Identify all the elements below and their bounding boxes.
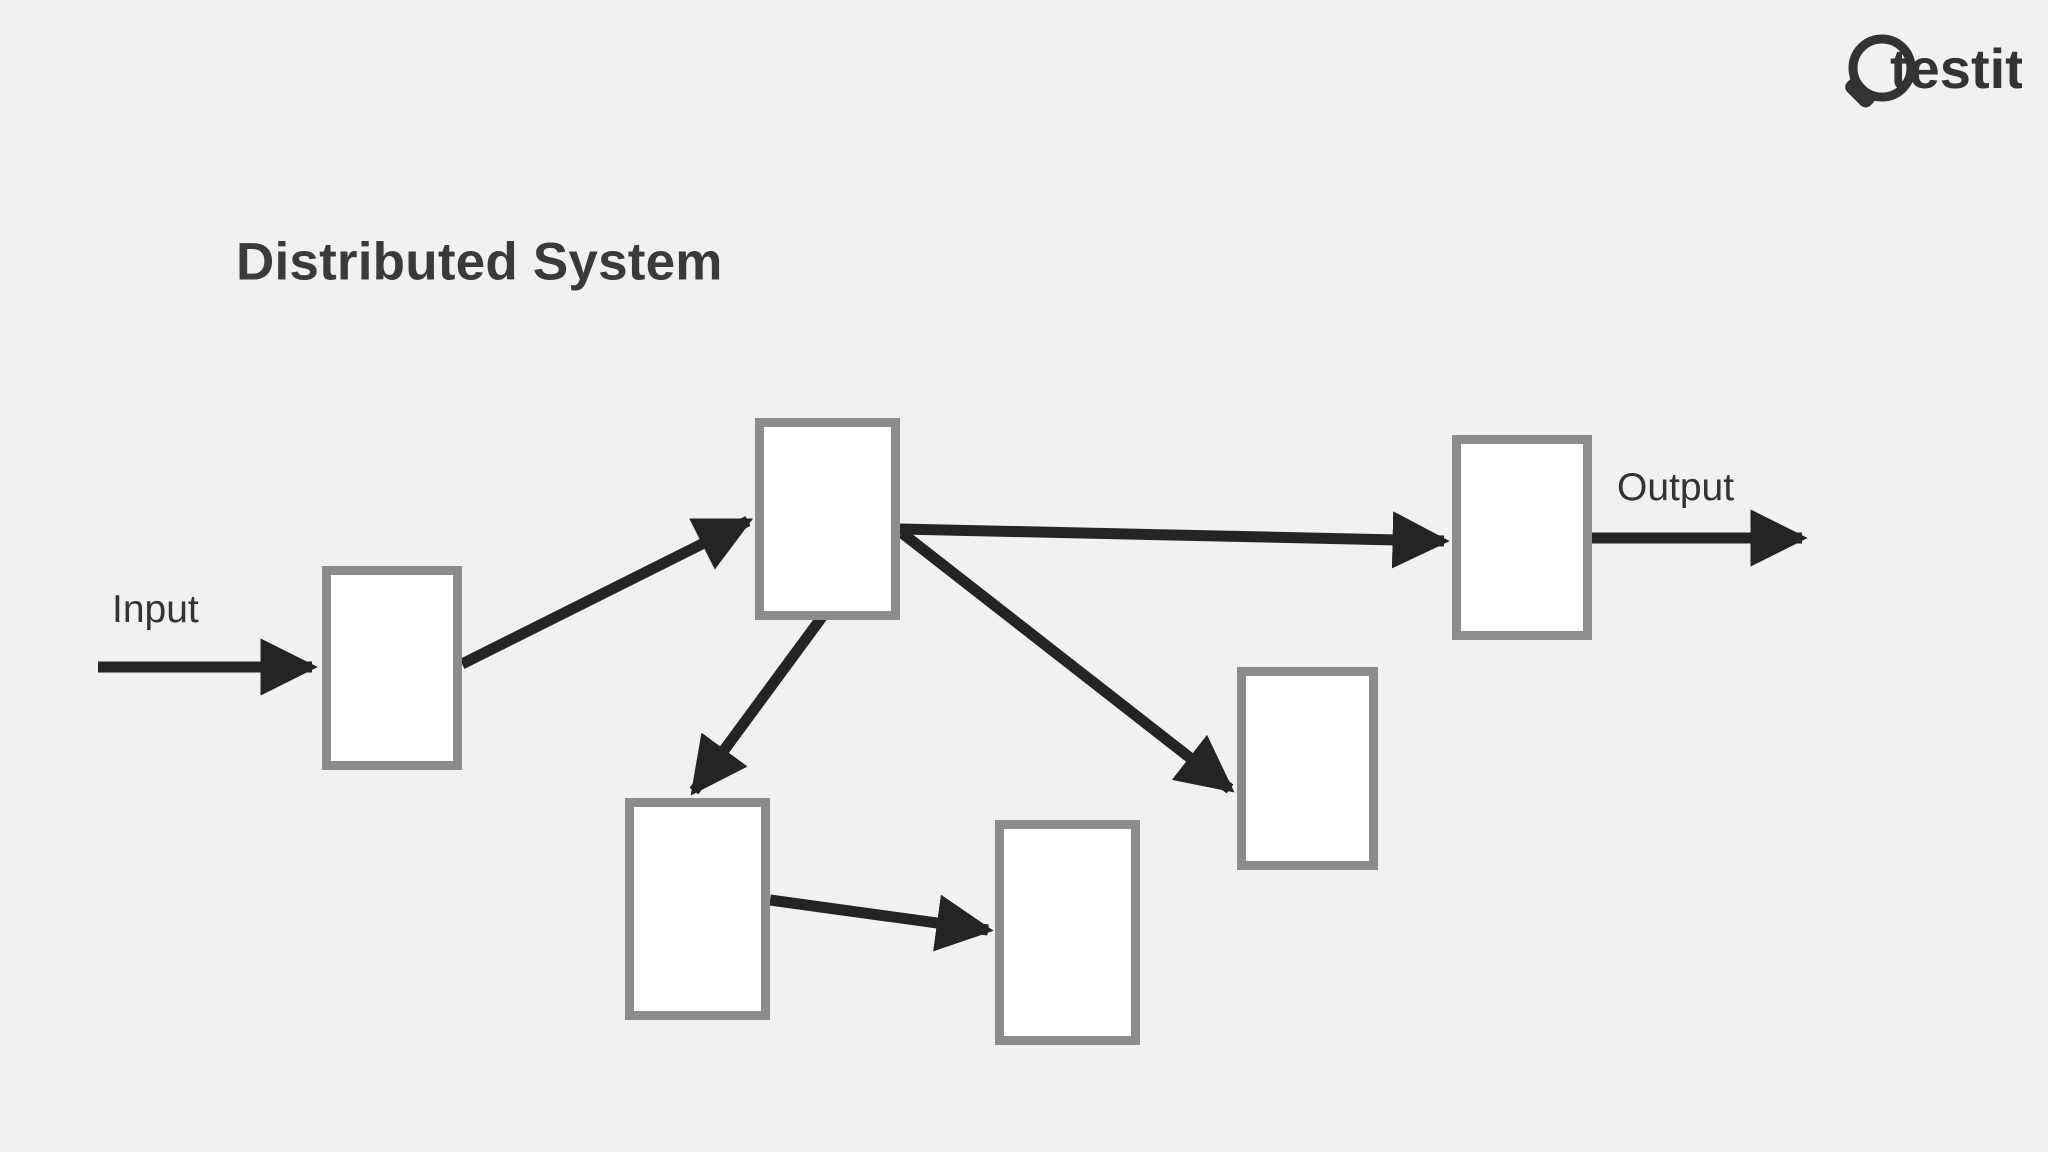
edge-hub-to-right-middle bbox=[898, 528, 1235, 794]
page-title: Distributed System bbox=[236, 232, 723, 292]
edge-lower-left-to-lower-middle bbox=[769, 894, 994, 952]
magnifying-glass-icon: testit bbox=[1845, 34, 2022, 108]
edge-stage-to-hub bbox=[459, 516, 754, 669]
brand-logo: testit bbox=[1832, 24, 2022, 120]
node-lower-middle[interactable] bbox=[995, 820, 1140, 1045]
output-label: Output bbox=[1617, 466, 1735, 509]
edge-hub-to-output bbox=[899, 511, 1450, 569]
brand-wordmark: testit bbox=[1890, 37, 2022, 100]
input-label: Input bbox=[112, 588, 199, 631]
node-input-stage[interactable] bbox=[322, 566, 462, 770]
node-lower-left[interactable] bbox=[625, 798, 770, 1020]
node-hub[interactable] bbox=[755, 418, 900, 620]
node-output-stage[interactable] bbox=[1452, 435, 1592, 640]
edge-hub-to-lower-left bbox=[689, 613, 827, 796]
node-right-middle[interactable] bbox=[1237, 667, 1378, 870]
